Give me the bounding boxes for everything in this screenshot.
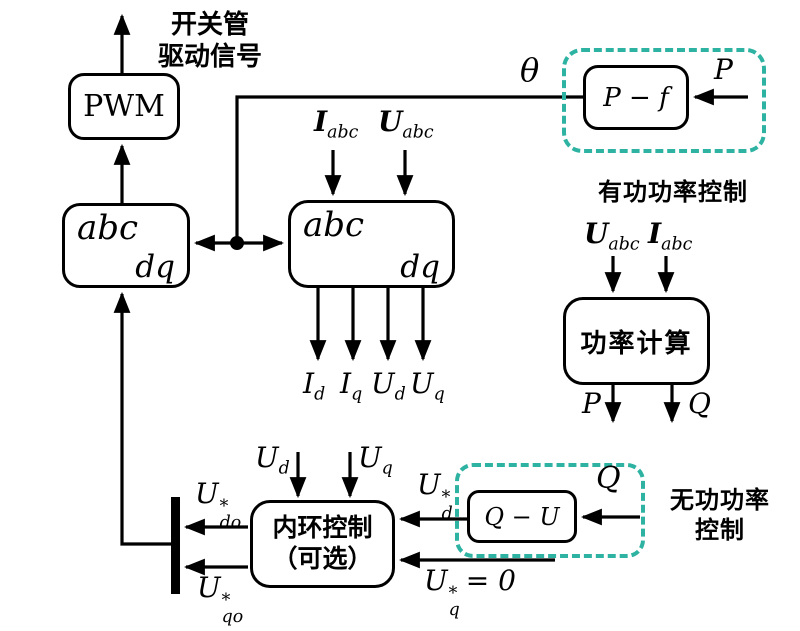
reactive-power-control-group [455,463,645,558]
inner-loop-label-line1: 内环控制 [272,514,373,542]
abc-label: abc [303,205,365,245]
u-d-star-sup: * [441,487,451,508]
power-calc-label: 功率计算 [580,327,693,358]
i-abc-label-powercalc: Iabc [648,220,692,254]
i-abc-label-mid: Iabc [314,108,358,142]
u-d-sub: d [394,384,406,405]
power-calc-block: 功率计算 [563,297,710,385]
abc-dq-transform-left: abc dq [62,203,190,288]
i-q-sub: q [351,384,363,405]
i-q-output-label: Iq [340,370,362,404]
u-q-star-zero-label: U*q= 0 [424,564,516,621]
i-abc-sub: abc [327,122,359,143]
i-q-base: I [340,367,352,400]
active-power-control-group [562,48,766,153]
abc-dq-transform-mid: abc dq [288,200,455,288]
u-abc-base: U [378,105,403,138]
drive-signal-annotation: 开关管 驱动信号 [150,8,270,72]
wire-feedback-up [113,291,173,546]
u-do-star-label: U*do [195,477,242,534]
drive-signal-line1: 开关管 [170,9,249,39]
q-u-label: Q − U [484,502,560,531]
u-do-sub: do [219,513,242,534]
theta-signal-label: θ [520,51,540,89]
p-input-label: P [714,53,733,86]
abc-label: abc [77,208,139,248]
u-d-output-label: Ud [371,370,406,404]
i-d-output-label: Id [303,370,325,404]
p-f-droop-block: P − f [583,65,689,130]
p-output-label: P [582,387,601,420]
dq-label: dq [135,249,175,285]
u-abc-sub: abc [608,234,640,255]
junction-dot [230,236,244,250]
inner-loop-block: 内环控制 （可选） [250,500,395,588]
u-qo-sup: * [221,590,231,611]
u-q-base: U [358,441,382,474]
q-u-droop-block: Q − U [467,490,577,543]
u-q-base: U [410,367,434,400]
pwm-block: PWM [68,73,180,140]
i-d-base: I [303,367,315,400]
u-q-sub: q [381,458,393,479]
u-qo-star-label: U*qo [197,571,244,628]
u-qo-sub: qo [221,607,244,628]
u-q-star-suffix: = 0 [465,564,516,597]
active-power-control-caption: 有功功率控制 [598,179,748,206]
reactive-caption-line1: 无功功率 [670,487,770,514]
u-q-star-base: U [424,564,448,597]
q-input-label: Q [596,461,621,496]
pwm-label: PWM [83,89,165,124]
u-q-innerloop-input-label: Uq [358,444,393,478]
u-do-sup: * [219,496,229,517]
u-q-star-sub: q [448,600,460,621]
u-d-base: U [255,441,279,474]
p-f-label: P − f [603,82,669,113]
wire-theta [235,95,583,241]
u-abc-sub: abc [402,122,434,143]
i-abc-base: I [648,217,662,250]
u-abc-base: U [584,217,609,250]
u-q-sub: q [433,384,445,405]
u-q-star-sup: * [448,583,458,604]
reactive-power-control-caption: 无功功率 控制 [660,486,780,546]
inner-loop-label-line2: （可选） [272,545,373,573]
u-d-sub: d [278,458,290,479]
i-abc-sub: abc [661,234,693,255]
u-abc-label-mid: Uabc [378,108,434,142]
u-d-base: U [371,367,395,400]
u-d-star-label: U*d [417,468,453,525]
u-d-star-base: U [417,468,441,501]
u-d-innerloop-input-label: Ud [255,444,290,478]
u-qo-base: U [197,571,221,604]
u-abc-label-powercalc: Uabc [584,220,640,254]
reactive-caption-line2: 控制 [695,517,745,544]
drive-signal-line2: 驱动信号 [157,41,262,71]
dq-label: dq [400,249,440,285]
summing-bar [171,497,180,594]
i-abc-base: I [314,105,328,138]
q-output-label: Q [688,387,711,420]
u-do-base: U [195,477,219,510]
u-q-output-label: Uq [410,370,445,404]
i-d-sub: d [314,384,326,405]
u-d-star-sub: d [441,504,453,525]
